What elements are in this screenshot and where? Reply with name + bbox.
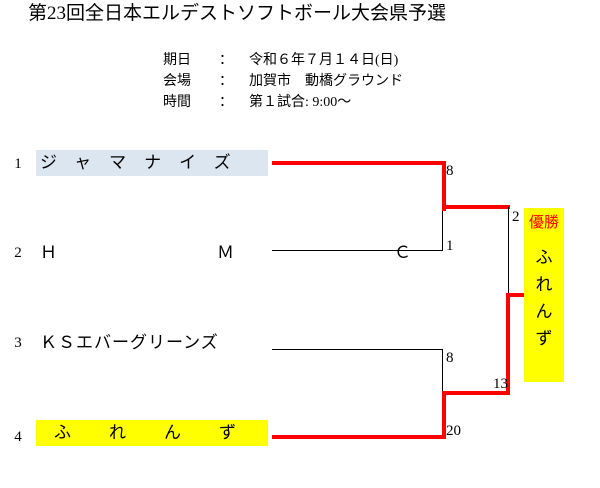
team-name-2: Ｈ Ｍ Ｃ <box>40 243 453 262</box>
info-label-time: 時間 <box>163 95 191 110</box>
bracket-line-champion <box>506 293 528 297</box>
bracket-connector-upper-black <box>442 207 443 251</box>
score-semifinal-top-upper: 8 <box>446 163 454 179</box>
info-row-venue: 会場 ： 加賀市 動橋グラウンド <box>163 71 403 92</box>
bracket-line-upper-winner <box>442 205 510 209</box>
champion-name-char-4: ず <box>535 329 553 348</box>
info-value-venue: 加賀市 動橋グラウンド <box>249 74 403 89</box>
bracket-connector-final-red <box>506 293 510 395</box>
team-name-4: ふれんず <box>36 420 268 446</box>
champion-box: 優勝 ふ れ ん ず <box>524 208 564 382</box>
bracket-connector-final-black <box>508 207 509 297</box>
score-semifinal-bottom-lower: 20 <box>446 423 461 439</box>
bracket-line-team4 <box>272 435 446 439</box>
team-name-1: ジャマナイズ <box>36 150 268 176</box>
bracket-line-team2 <box>272 250 443 251</box>
event-info: 期日 ： 令和６年７月１４日(日) 会場 ： 加賀市 動橋グラウンド 時間 ： … <box>163 50 403 113</box>
info-colon-venue: ： <box>219 74 233 89</box>
info-label-date: 期日 <box>163 53 191 68</box>
info-row-time: 時間 ： 第１試合: 9:00〜 <box>163 92 403 113</box>
champion-name-char-2: れ <box>535 275 553 294</box>
score-final-upper: 2 <box>512 209 520 225</box>
champion-name-char-1: ふ <box>535 248 553 267</box>
info-colon-date: ： <box>219 53 233 68</box>
score-semifinal-bottom-upper: 8 <box>446 350 454 366</box>
champion-name: ふ れ ん ず <box>524 244 564 352</box>
bracket-line-lower-winner <box>442 391 510 395</box>
team-name-3: ＫＳエバーグリーンズ <box>40 333 219 352</box>
info-value-date: 令和６年７月１４日(日) <box>249 53 399 68</box>
seed-number-2: 2 <box>14 245 22 261</box>
bracket-connector-lower-black <box>442 349 443 393</box>
bracket-connector-upper-red <box>442 161 446 211</box>
seed-number-3: 3 <box>14 335 22 351</box>
bracket-line-team1 <box>272 161 446 165</box>
bracket-line-team3 <box>272 349 443 350</box>
info-row-date: 期日 ： 令和６年７月１４日(日) <box>163 50 403 71</box>
champion-label: 優勝 <box>528 215 559 231</box>
page-title: 第23回全日本エルデストソフトボール大会県予選 <box>28 3 447 24</box>
score-semifinal-top-lower: 1 <box>446 238 454 254</box>
seed-number-4: 4 <box>14 429 22 445</box>
info-colon-time: ： <box>219 95 233 110</box>
champion-name-char-3: ん <box>535 302 553 321</box>
info-label-venue: 会場 <box>163 74 191 89</box>
info-value-time: 第１試合: 9:00〜 <box>249 95 352 110</box>
score-final-lower: 13 <box>493 376 508 392</box>
seed-number-1: 1 <box>14 156 22 172</box>
bracket-connector-lower-red <box>442 391 446 439</box>
